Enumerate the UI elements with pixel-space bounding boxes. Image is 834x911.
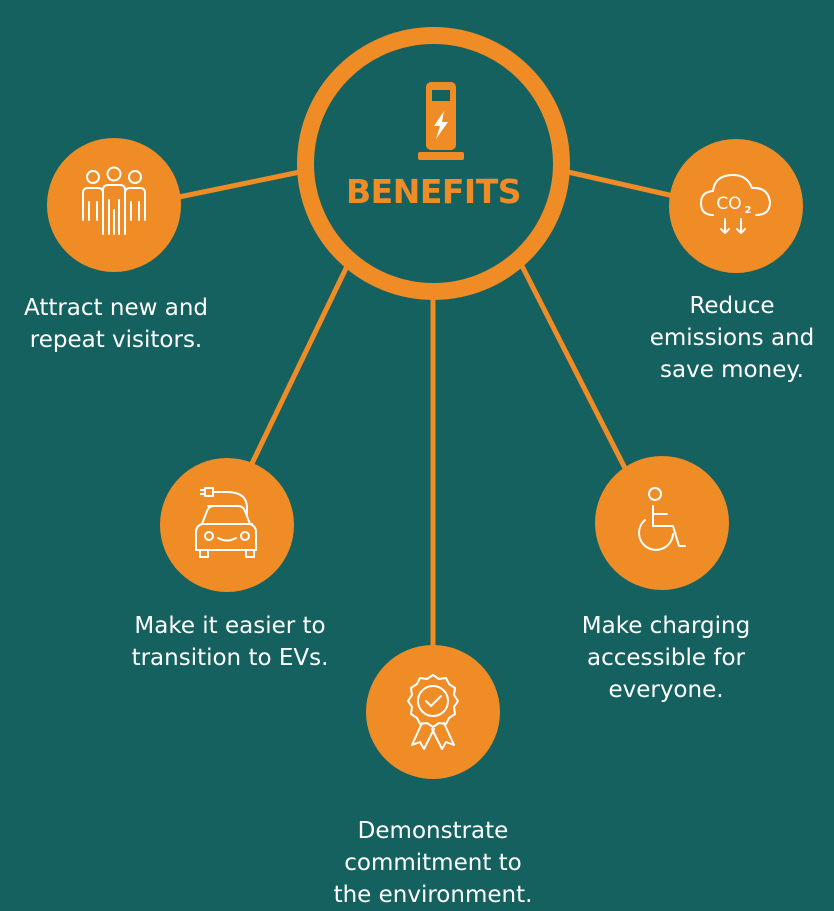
benefits-hub: BENEFITS bbox=[297, 27, 570, 300]
ev-charging-station-icon bbox=[418, 82, 464, 160]
benefit-label-emissions: Reduce emissions and save money. bbox=[649, 293, 815, 383]
svg-text:2: 2 bbox=[745, 205, 752, 216]
benefit-label-commitment: Demonstrate commitment to the environmen… bbox=[333, 818, 533, 908]
benefit-label-visitors: Attract new and repeat visitors. bbox=[23, 295, 208, 353]
svg-text:CO: CO bbox=[716, 194, 741, 214]
connector-transition bbox=[242, 257, 353, 481]
co2-cloud-icon: CO 2 bbox=[669, 139, 803, 273]
hub-title: BENEFITS bbox=[346, 172, 521, 211]
award-ribbon-icon bbox=[366, 645, 500, 779]
electric-car-plug-icon bbox=[160, 458, 294, 592]
wheelchair-icon bbox=[595, 456, 729, 590]
group-of-people-icon bbox=[47, 138, 181, 272]
benefit-node-transition bbox=[160, 458, 294, 592]
benefit-node-commitment bbox=[366, 645, 500, 779]
benefit-node-visitors bbox=[47, 138, 181, 272]
benefit-node-emissions: CO 2 bbox=[669, 139, 803, 273]
benefit-node-accessible bbox=[595, 456, 729, 590]
connector-accessible bbox=[517, 259, 633, 481]
benefit-label-transition: Make it easier to transition to EVs. bbox=[131, 613, 329, 671]
benefit-label-accessible: Make charging accessible for everyone. bbox=[581, 613, 751, 703]
